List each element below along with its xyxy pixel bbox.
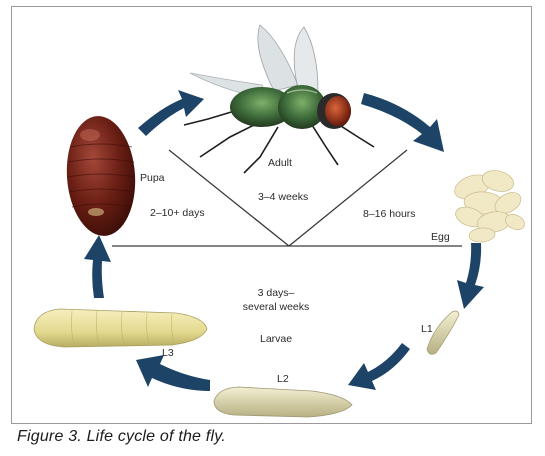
figure-frame: Pupa 2–10+ days Adult 3–4 weeks 8–16 hou…	[11, 6, 532, 424]
pupa-image	[63, 114, 139, 238]
egg-cluster-image	[451, 167, 527, 243]
egg-duration: 8–16 hours	[363, 208, 416, 220]
pupa-duration: 2–10+ days	[150, 207, 205, 219]
larvae-duration-line1: 3 days–	[240, 287, 312, 299]
figure-caption: Figure 3. Life cycle of the fly.	[17, 428, 226, 446]
l1-label: L1	[421, 323, 433, 335]
adult-fly-image	[184, 25, 374, 173]
l2-larva-image	[214, 387, 352, 417]
egg-label: Egg	[431, 231, 450, 243]
arrow-l2-to-l3	[136, 355, 210, 391]
arrow-egg-to-l1	[457, 243, 484, 309]
larvae-label: Larvae	[260, 333, 292, 345]
larvae-duration-line2: several weeks	[230, 301, 322, 313]
l2-label: L2	[277, 373, 289, 385]
adult-duration: 3–4 weeks	[258, 191, 308, 203]
arrow-adult-to-egg	[361, 93, 444, 152]
pupa-label: Pupa	[140, 172, 165, 184]
l3-label: L3	[162, 347, 174, 359]
l3-larva-image	[34, 309, 207, 347]
arrow-l1-to-l2	[348, 343, 410, 390]
life-cycle-diagram	[12, 7, 533, 425]
arrow-l3-to-pupa	[84, 235, 111, 298]
adult-label: Adult	[268, 157, 292, 169]
arrow-pupa-to-adult	[138, 90, 204, 136]
